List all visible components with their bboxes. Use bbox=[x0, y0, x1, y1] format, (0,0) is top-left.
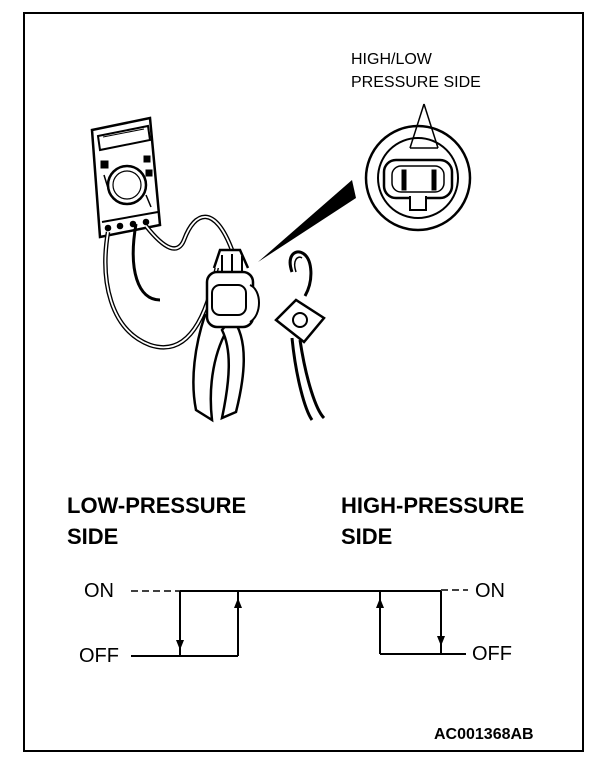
off-label-right: OFF bbox=[472, 643, 512, 665]
arrow-down-low bbox=[176, 640, 184, 650]
high-pressure-heading-line1: HIGH-PRESSURE bbox=[341, 493, 524, 518]
high-pressure-heading-line2: SIDE bbox=[341, 524, 392, 549]
on-label-right: ON bbox=[475, 580, 505, 602]
connector-face bbox=[364, 124, 472, 232]
off-label-left: OFF bbox=[79, 645, 119, 667]
arrow-down-high bbox=[437, 636, 445, 646]
arrow-up-low bbox=[234, 598, 242, 608]
low-pressure-heading-line2: SIDE bbox=[67, 524, 118, 549]
multimeter bbox=[90, 116, 162, 239]
figure-code: AC001368AB bbox=[434, 726, 534, 743]
switching-arrows bbox=[176, 598, 445, 650]
low-pressure-heading-line1: LOW-PRESSURE bbox=[67, 493, 246, 518]
harness-connector bbox=[274, 250, 326, 421]
callout-leader bbox=[409, 103, 439, 149]
pressure-switch bbox=[192, 248, 260, 423]
on-label-left: ON bbox=[84, 580, 114, 602]
callout-label-line1: HIGH/LOW bbox=[351, 51, 433, 68]
arrow-up-high bbox=[376, 598, 384, 608]
callout-pointer bbox=[258, 180, 356, 262]
callout-label-line2: PRESSURE SIDE bbox=[351, 74, 481, 91]
